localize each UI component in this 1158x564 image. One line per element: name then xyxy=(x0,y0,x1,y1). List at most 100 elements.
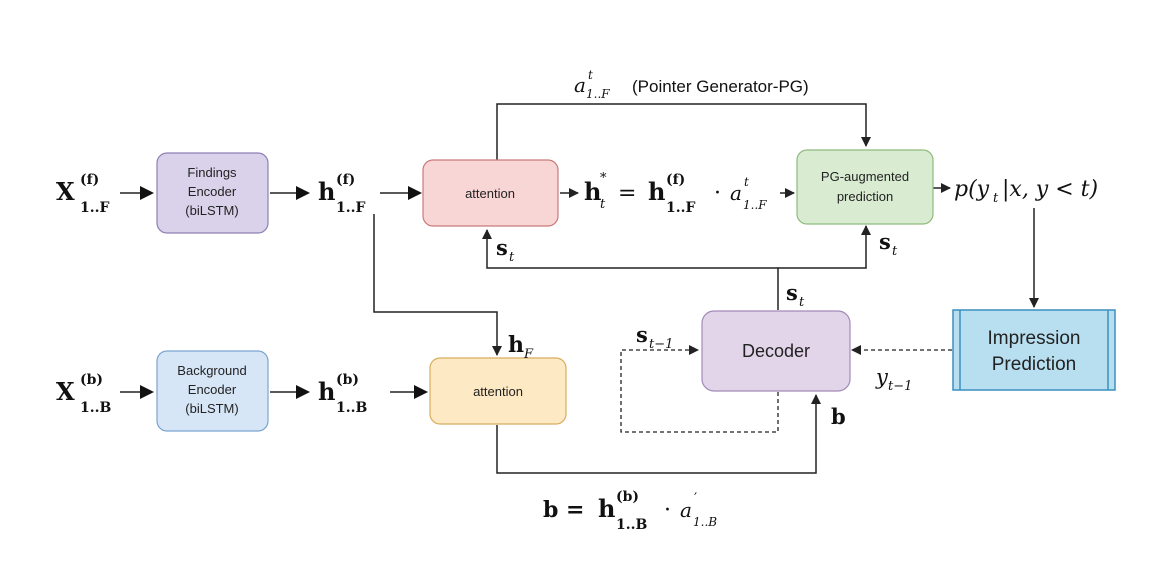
st-decoder-base: s xyxy=(786,280,798,305)
edge-b-decoder xyxy=(496,394,821,474)
label-output: p(y t |x, y < t) xyxy=(954,177,1098,206)
st-decoder-sub: t xyxy=(799,295,805,310)
attention-top-rect xyxy=(422,159,559,227)
x-findings-sup: (f) xyxy=(80,172,99,188)
pg-prediction-line2: prediction xyxy=(837,189,893,204)
label-s-prev: s t−1 xyxy=(636,322,673,352)
label-h-background: h (b) 1..B xyxy=(318,372,367,416)
s-prev-sub: t−1 xyxy=(649,337,673,352)
hstar-sub: t xyxy=(600,197,606,212)
beq-left: b = xyxy=(543,497,584,523)
impression-line1: Impression xyxy=(988,328,1081,349)
pg-a-sub: 1..F xyxy=(586,87,610,101)
impression-line2: Prediction xyxy=(992,354,1077,375)
hstar-base: h xyxy=(584,177,601,206)
background-encoder-rect xyxy=(156,350,269,432)
hstar-a-sup: t xyxy=(744,175,749,189)
hstar-a-sub: 1..F xyxy=(743,198,767,212)
edge-pointer-generator xyxy=(496,103,871,160)
attention-top-label: attention xyxy=(465,186,515,201)
beq-a-sub: 1..B xyxy=(693,515,717,529)
y-prev-sub: t−1 xyxy=(888,379,912,394)
st-attention-base: s xyxy=(496,235,508,260)
findings-encoder-rect xyxy=(156,152,269,234)
beq-a-prime: ′ xyxy=(694,491,697,507)
hstar-dot: · xyxy=(714,181,721,206)
st-pg-base: s xyxy=(879,229,891,254)
output-prefix: p(y xyxy=(954,177,990,202)
label-x-findings: X (f) 1..F xyxy=(56,172,109,216)
h-background-sub: 1..B xyxy=(336,400,367,416)
x-background-sup: (b) xyxy=(80,372,103,388)
output-sub: t xyxy=(993,191,999,206)
edges xyxy=(120,103,1039,474)
pg-prediction-line1: PG-augmented xyxy=(821,169,909,184)
label-st-attention: s t xyxy=(496,235,515,265)
hstar-h-sub: 1..F xyxy=(666,200,695,216)
x-background-sub: 1..B xyxy=(80,400,111,416)
decoder-label: Decoder xyxy=(742,341,810,361)
beq-h-sup: (b) xyxy=(616,489,639,505)
background-encoder-box: Background Encoder (biLSTM) xyxy=(156,350,269,432)
label-x-background: X (b) 1..B xyxy=(56,372,111,416)
st-attention-sub: t xyxy=(509,250,515,265)
label-h-findings: h (f) 1..F xyxy=(318,172,365,216)
hstar-equals: = xyxy=(618,181,636,206)
attention-top-box: attention xyxy=(422,159,559,227)
pg-a-base: a xyxy=(574,73,586,97)
label-pointer-generator: a t 1..F (Pointer Generator-PG) xyxy=(574,68,809,101)
beq-a-base: a xyxy=(680,498,692,522)
hstar-h-sup: (f) xyxy=(666,172,685,188)
beq-h-base: h xyxy=(598,494,615,523)
output-rest: |x, y < t) xyxy=(1002,177,1098,202)
findings-encoder-line3: (biLSTM) xyxy=(185,203,238,218)
pg-prediction-box: PG-augmented prediction xyxy=(796,149,934,225)
findings-encoder-line2: Encoder xyxy=(188,184,237,199)
background-encoder-line3: (biLSTM) xyxy=(185,401,238,416)
decoder-rect xyxy=(701,310,851,392)
label-context-vector: h * t = h (f) 1..F · a t 1..F xyxy=(584,171,767,216)
beq-dot: · xyxy=(664,498,671,523)
h-findings-sup: (f) xyxy=(336,172,355,188)
st-pg-sub: t xyxy=(892,244,898,259)
findings-encoder-box: Findings Encoder (biLSTM) xyxy=(156,152,269,234)
h-findings-sub: 1..F xyxy=(336,200,365,216)
x-findings-sub: 1..F xyxy=(80,200,109,216)
findings-encoder-line1: Findings xyxy=(187,165,237,180)
label-b-equation: b = h (b) 1..B · a ′ 1..B xyxy=(543,489,717,533)
label-st-pg: s t xyxy=(879,229,898,259)
hF-sub: F xyxy=(523,347,534,362)
attention-bottom-label: attention xyxy=(473,384,523,399)
label-b-decoder: b xyxy=(831,404,846,429)
edge-st-attention xyxy=(482,229,779,310)
s-prev-base: s xyxy=(636,322,648,347)
h-findings-base: h xyxy=(318,177,335,206)
h-background-sup: (b) xyxy=(336,372,359,388)
background-encoder-line2: Encoder xyxy=(188,382,237,397)
impression-rect xyxy=(952,309,1116,391)
label-y-prev: y t−1 xyxy=(875,365,912,394)
label-st-decoder: s t xyxy=(786,280,805,310)
decoder-box: Decoder xyxy=(701,310,851,392)
hstar-a-base: a xyxy=(730,181,742,205)
beq-h-sub: 1..B xyxy=(616,517,647,533)
attention-bottom-box: attention xyxy=(429,357,567,425)
h-background-base: h xyxy=(318,377,335,406)
pg-prediction-rect xyxy=(796,149,934,225)
pg-text: (Pointer Generator-PG) xyxy=(632,77,809,96)
y-prev-base: y xyxy=(875,365,889,389)
hF-base: h xyxy=(508,332,524,358)
attention-bottom-rect xyxy=(429,357,567,425)
pg-a-sup: t xyxy=(588,68,593,82)
x-background-base: X xyxy=(56,377,75,406)
edge-hf-bottom-attention xyxy=(373,214,502,356)
dashed-edges xyxy=(620,345,952,433)
hstar-star: * xyxy=(600,171,607,186)
edge-decoder-self-loop xyxy=(620,345,779,433)
background-encoder-line1: Background xyxy=(177,363,246,378)
edge-st-pg xyxy=(778,225,871,269)
x-findings-base: X xyxy=(56,177,75,206)
impression-box: Impression Prediction xyxy=(952,309,1116,391)
